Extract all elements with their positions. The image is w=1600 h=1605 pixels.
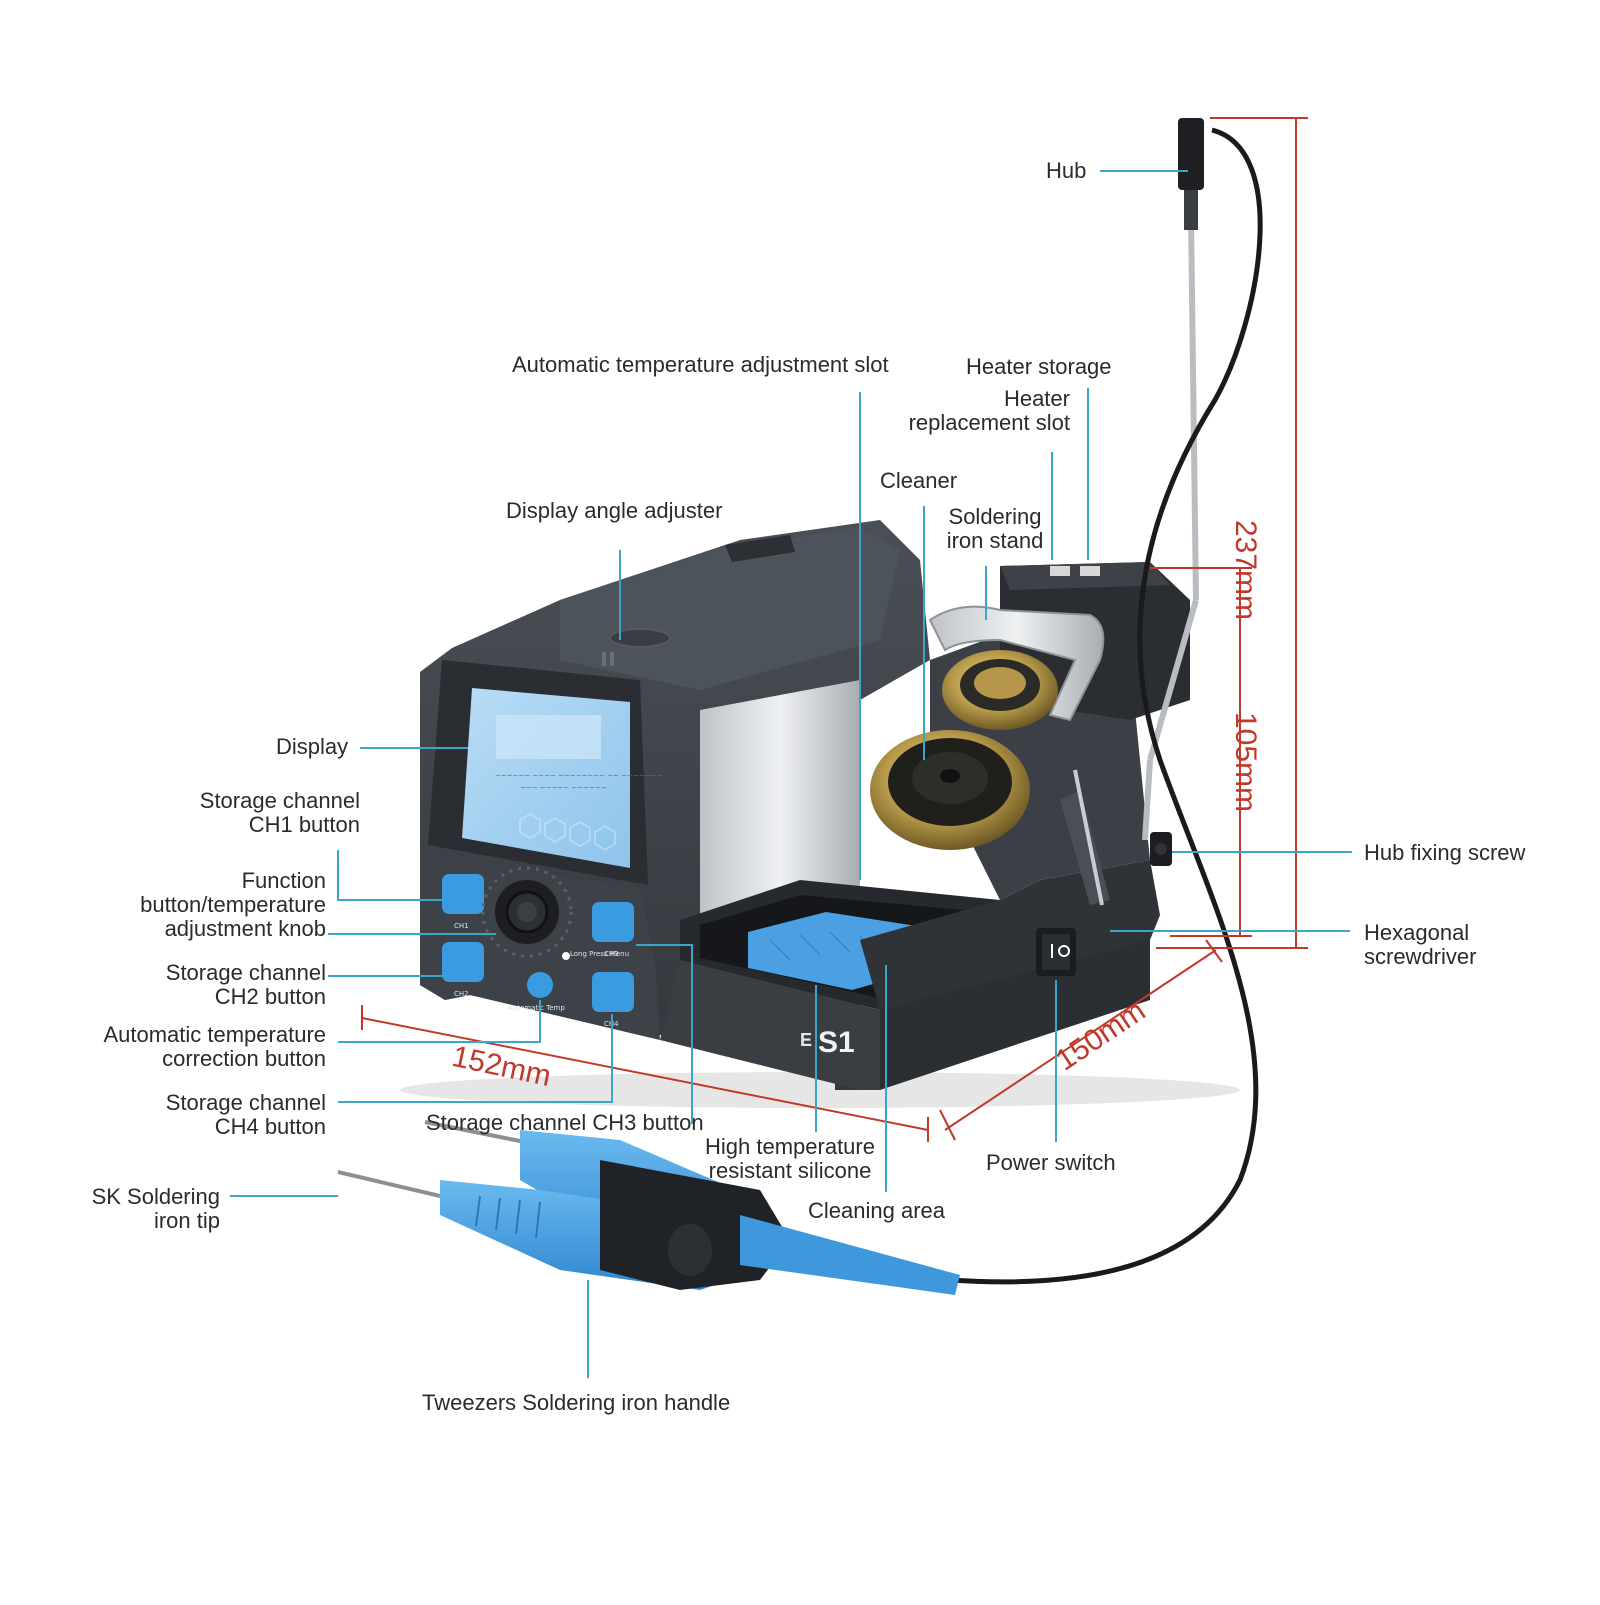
- label-iron-stand-1: Soldering: [948, 504, 1042, 529]
- label-hub: Hub: [1046, 158, 1087, 183]
- label-function-1: Function: [241, 868, 326, 893]
- label-ch4-2: CH4 button: [214, 1114, 326, 1139]
- dimension-lines: [361, 117, 1308, 1142]
- label-heater-replacement-2: replacement slot: [908, 410, 1070, 435]
- label-iron-stand-2: iron stand: [946, 528, 1044, 553]
- brass-cleaner-front: [870, 730, 1030, 850]
- ch3-label: CH3: [604, 950, 619, 958]
- label-tweezers-handle: Tweezers Soldering iron handle: [422, 1390, 731, 1415]
- knob-indicator: [562, 952, 570, 960]
- label-sk-tip-2: iron tip: [153, 1208, 220, 1233]
- label-hex-screwdriver-2: screwdriver: [1364, 944, 1477, 969]
- ch3-button[interactable]: [592, 902, 634, 942]
- ch1-button[interactable]: [442, 874, 484, 914]
- tweezers-handle: [337, 1120, 960, 1295]
- label-display: Display: [276, 734, 349, 759]
- hex-screwdriver: [1060, 769, 1110, 906]
- label-ch1-1: Storage channel: [199, 788, 360, 813]
- label-auto-temp-slot: Automatic temperature adjustment slot: [512, 352, 889, 377]
- svg-text:~~~~~~ ~~~~ ~~~~~~~~ ~~ ~~~~~~: ~~~~~~ ~~~~ ~~~~~~~~ ~~ ~~~~~~~: [495, 772, 662, 780]
- soldering-station: ~~~~~~ ~~~~ ~~~~~~~~ ~~ ~~~~~~~ ~~~ ~~~~…: [337, 118, 1263, 1295]
- auto-correction-button[interactable]: [527, 972, 553, 998]
- brass-cleaner-rear: [942, 650, 1058, 730]
- dim-237mm: 237mm: [1229, 520, 1262, 621]
- ch2-label: CH2: [454, 990, 469, 998]
- label-heater-storage: Heater storage: [966, 354, 1112, 379]
- label-ch3: Storage channel CH3 button: [426, 1110, 704, 1135]
- power-switch[interactable]: [1036, 928, 1076, 976]
- label-ch2-2: CH2 button: [214, 984, 326, 1009]
- temperature-knob[interactable]: [481, 866, 573, 958]
- label-cleaner: Cleaner: [880, 468, 958, 493]
- label-heater-replacement-1: Heater: [1003, 386, 1070, 411]
- label-auto-correction-1: Automatic temperature: [103, 1022, 326, 1047]
- iron-holder: [928, 605, 1105, 722]
- label-power-switch: Power switch: [986, 1150, 1116, 1175]
- ch4-button[interactable]: [592, 972, 634, 1012]
- brand-mark: E: [800, 1030, 812, 1050]
- label-auto-correction-2: correction button: [162, 1046, 326, 1071]
- label-function-2: button/temperature: [140, 892, 326, 917]
- hub-fixing-screw[interactable]: [1150, 832, 1172, 866]
- auto-temp-label: Automatic Temp: [508, 1004, 565, 1012]
- label-ch4-1: Storage channel: [165, 1090, 326, 1115]
- display-angle-knob: [725, 535, 795, 562]
- label-ch1-2: CH1 button: [248, 812, 360, 837]
- label-sk-tip-1: SK Soldering: [91, 1184, 220, 1209]
- label-display-angle-adjuster: Display angle adjuster: [506, 498, 723, 523]
- model-badge: S1: [818, 1026, 855, 1059]
- label-hex-screwdriver-1: Hexagonal: [1364, 920, 1470, 945]
- label-function-3: adjustment knob: [164, 916, 326, 941]
- label-silicone-2: resistant silicone: [708, 1158, 872, 1183]
- lcd-screen: ~~~~~~ ~~~~ ~~~~~~~~ ~~ ~~~~~~~ ~~~ ~~~~…: [462, 688, 662, 868]
- long-press-menu-label: Long Press Menu: [570, 950, 629, 958]
- iron-cable: [949, 127, 1263, 1285]
- label-silicone-1: High temperature: [705, 1134, 875, 1159]
- right-housing: [860, 860, 1160, 1010]
- svg-text:~~~ ~~~~~ ~~~~~~: ~~~ ~~~~~ ~~~~~~: [520, 784, 607, 792]
- label-cleaning-area: Cleaning area: [808, 1198, 945, 1223]
- label-ch2-1: Storage channel: [165, 960, 326, 985]
- label-hub-fixing-screw: Hub fixing screw: [1364, 840, 1526, 865]
- dim-105mm: 105mm: [1229, 712, 1262, 813]
- ch2-button[interactable]: [442, 942, 484, 982]
- leader-lines: [230, 170, 1352, 1378]
- ch1-label: CH1: [454, 922, 469, 930]
